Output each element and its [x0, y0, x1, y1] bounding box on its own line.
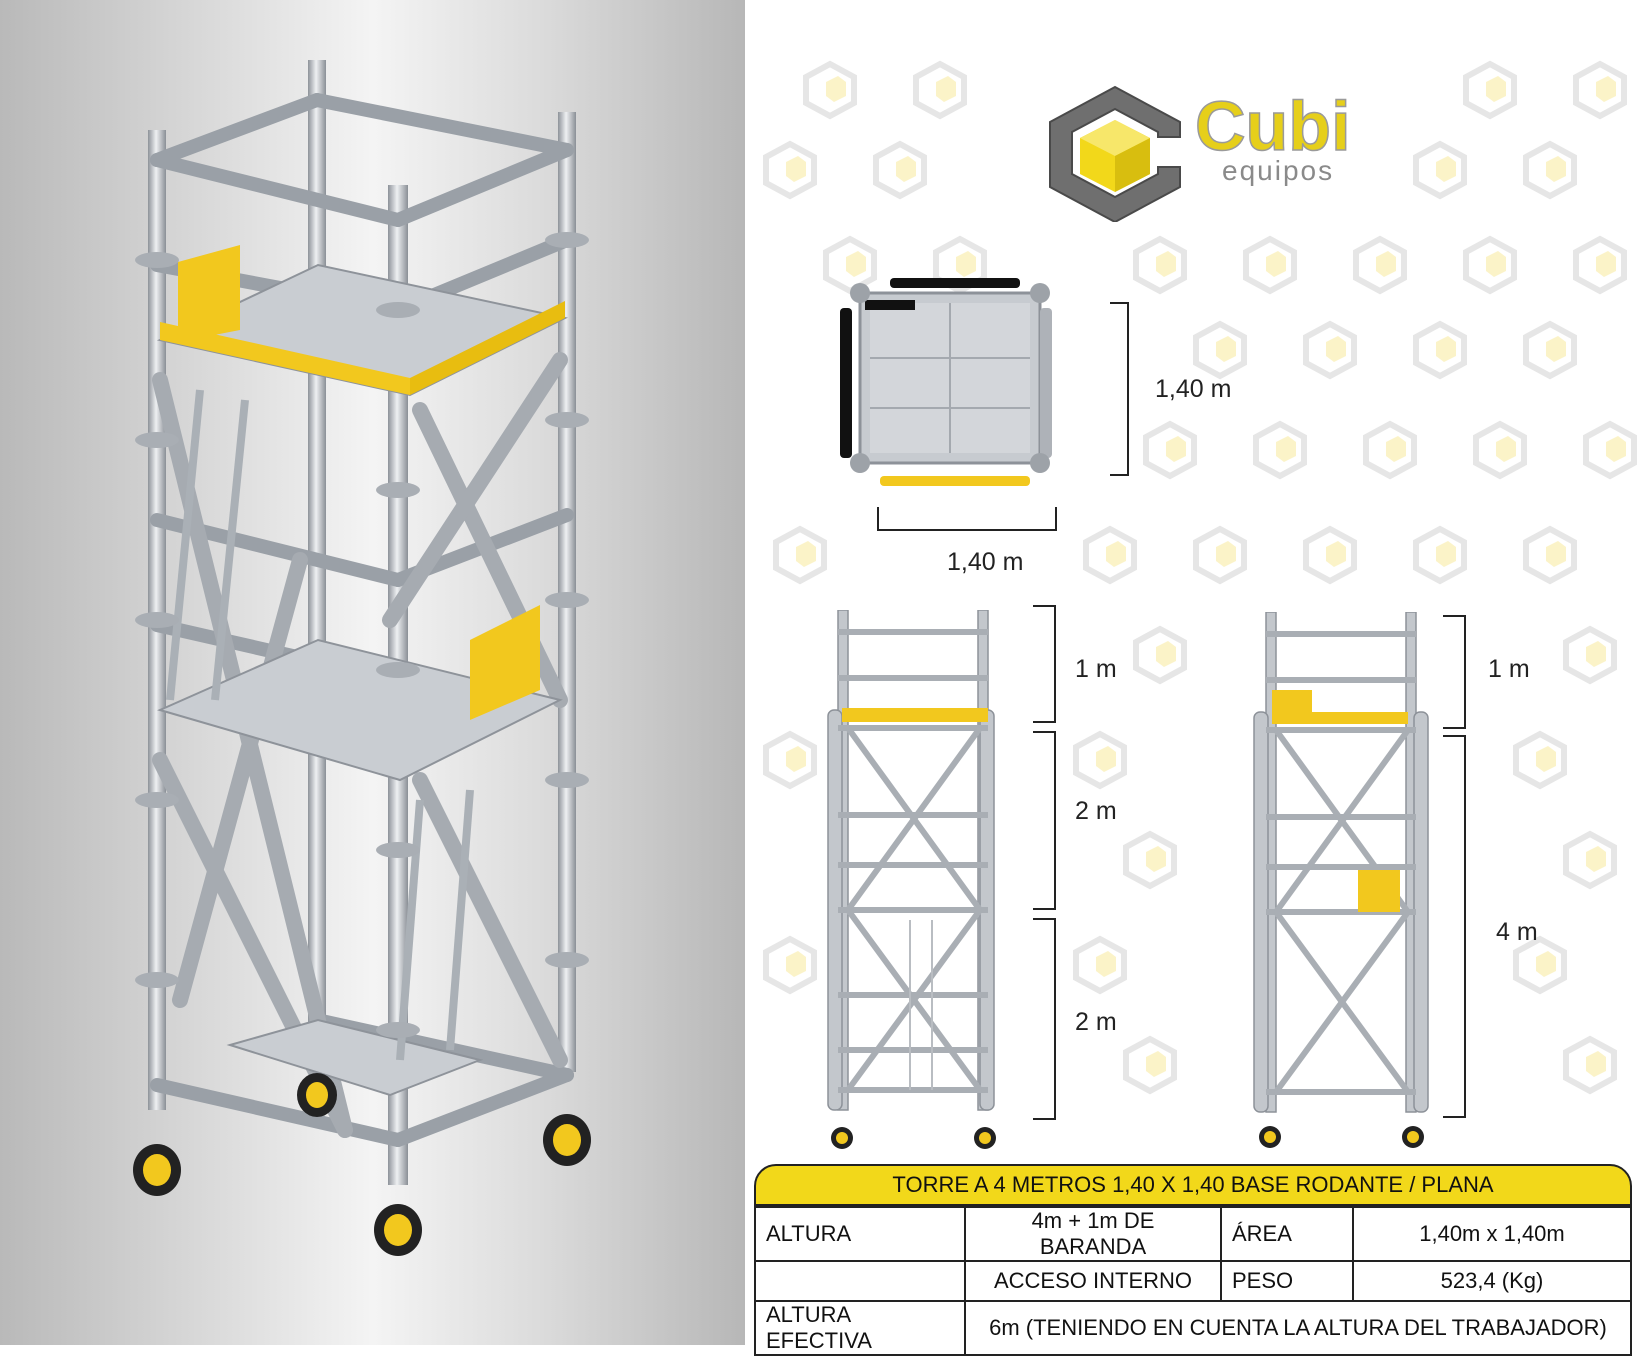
front-rail-label: 1 m: [1488, 655, 1530, 683]
scaffold-isometric-drawing: [133, 60, 591, 1256]
table-row: ACCESO INTERNO PESO 523,4 (Kg): [754, 1260, 1632, 1302]
spec-value-effective: 6m (TENIENDO EN CUENTA LA ALTURA DEL TRA…: [964, 1300, 1632, 1356]
scaffold-front-elevation: [1253, 612, 1429, 1148]
plan-depth-label: 1,40 m: [1155, 375, 1232, 403]
spec-label-height: ALTURA: [754, 1206, 966, 1262]
side-rail-label: 1 m: [1075, 655, 1117, 683]
scaffold-plan-view: [840, 278, 1052, 486]
spec-value-access: ACCESO INTERNO: [964, 1260, 1222, 1302]
side-upper-label: 2 m: [1075, 797, 1117, 825]
cubi-logo: Cubi equipos: [1049, 85, 1351, 222]
spec-value-height: 4m + 1m DE BARANDA: [964, 1206, 1222, 1262]
spec-label-empty: [754, 1260, 966, 1302]
scaffold-side-elevation: [827, 610, 996, 1149]
logo-wordmark: Cubi: [1195, 87, 1351, 165]
spec-label-weight: PESO: [1220, 1260, 1354, 1302]
caster-wheel-icon: [133, 1073, 591, 1256]
side-lower-label: 2 m: [1075, 1008, 1117, 1036]
spec-table: ALTURA 4m + 1m DE BARANDA ÁREA 1,40m x 1…: [754, 1206, 1632, 1356]
side-dimension-brackets: [1033, 605, 1056, 1120]
front-dimension-brackets: [1443, 615, 1466, 1118]
spec-value-weight: 523,4 (Kg): [1352, 1260, 1632, 1302]
spec-label-area: ÁREA: [1220, 1206, 1354, 1262]
plan-dimension-lines: [877, 302, 1129, 531]
logo-tagline: equipos: [1222, 155, 1334, 186]
spec-value-area: 1,40m x 1,40m: [1352, 1206, 1632, 1262]
scaffold-3d-render: [0, 0, 745, 1345]
front-total-label: 4 m: [1496, 918, 1538, 946]
plan-width-label: 1,40 m: [947, 548, 1024, 576]
table-row: ALTURA 4m + 1m DE BARANDA ÁREA 1,40m x 1…: [754, 1206, 1632, 1262]
spec-title: TORRE A 4 METROS 1,40 X 1,40 BASE RODANT…: [754, 1164, 1632, 1206]
table-row: ALTURA EFECTIVA 6m (TENIENDO EN CUENTA L…: [754, 1300, 1632, 1356]
spec-label-effective: ALTURA EFECTIVA: [754, 1300, 966, 1356]
